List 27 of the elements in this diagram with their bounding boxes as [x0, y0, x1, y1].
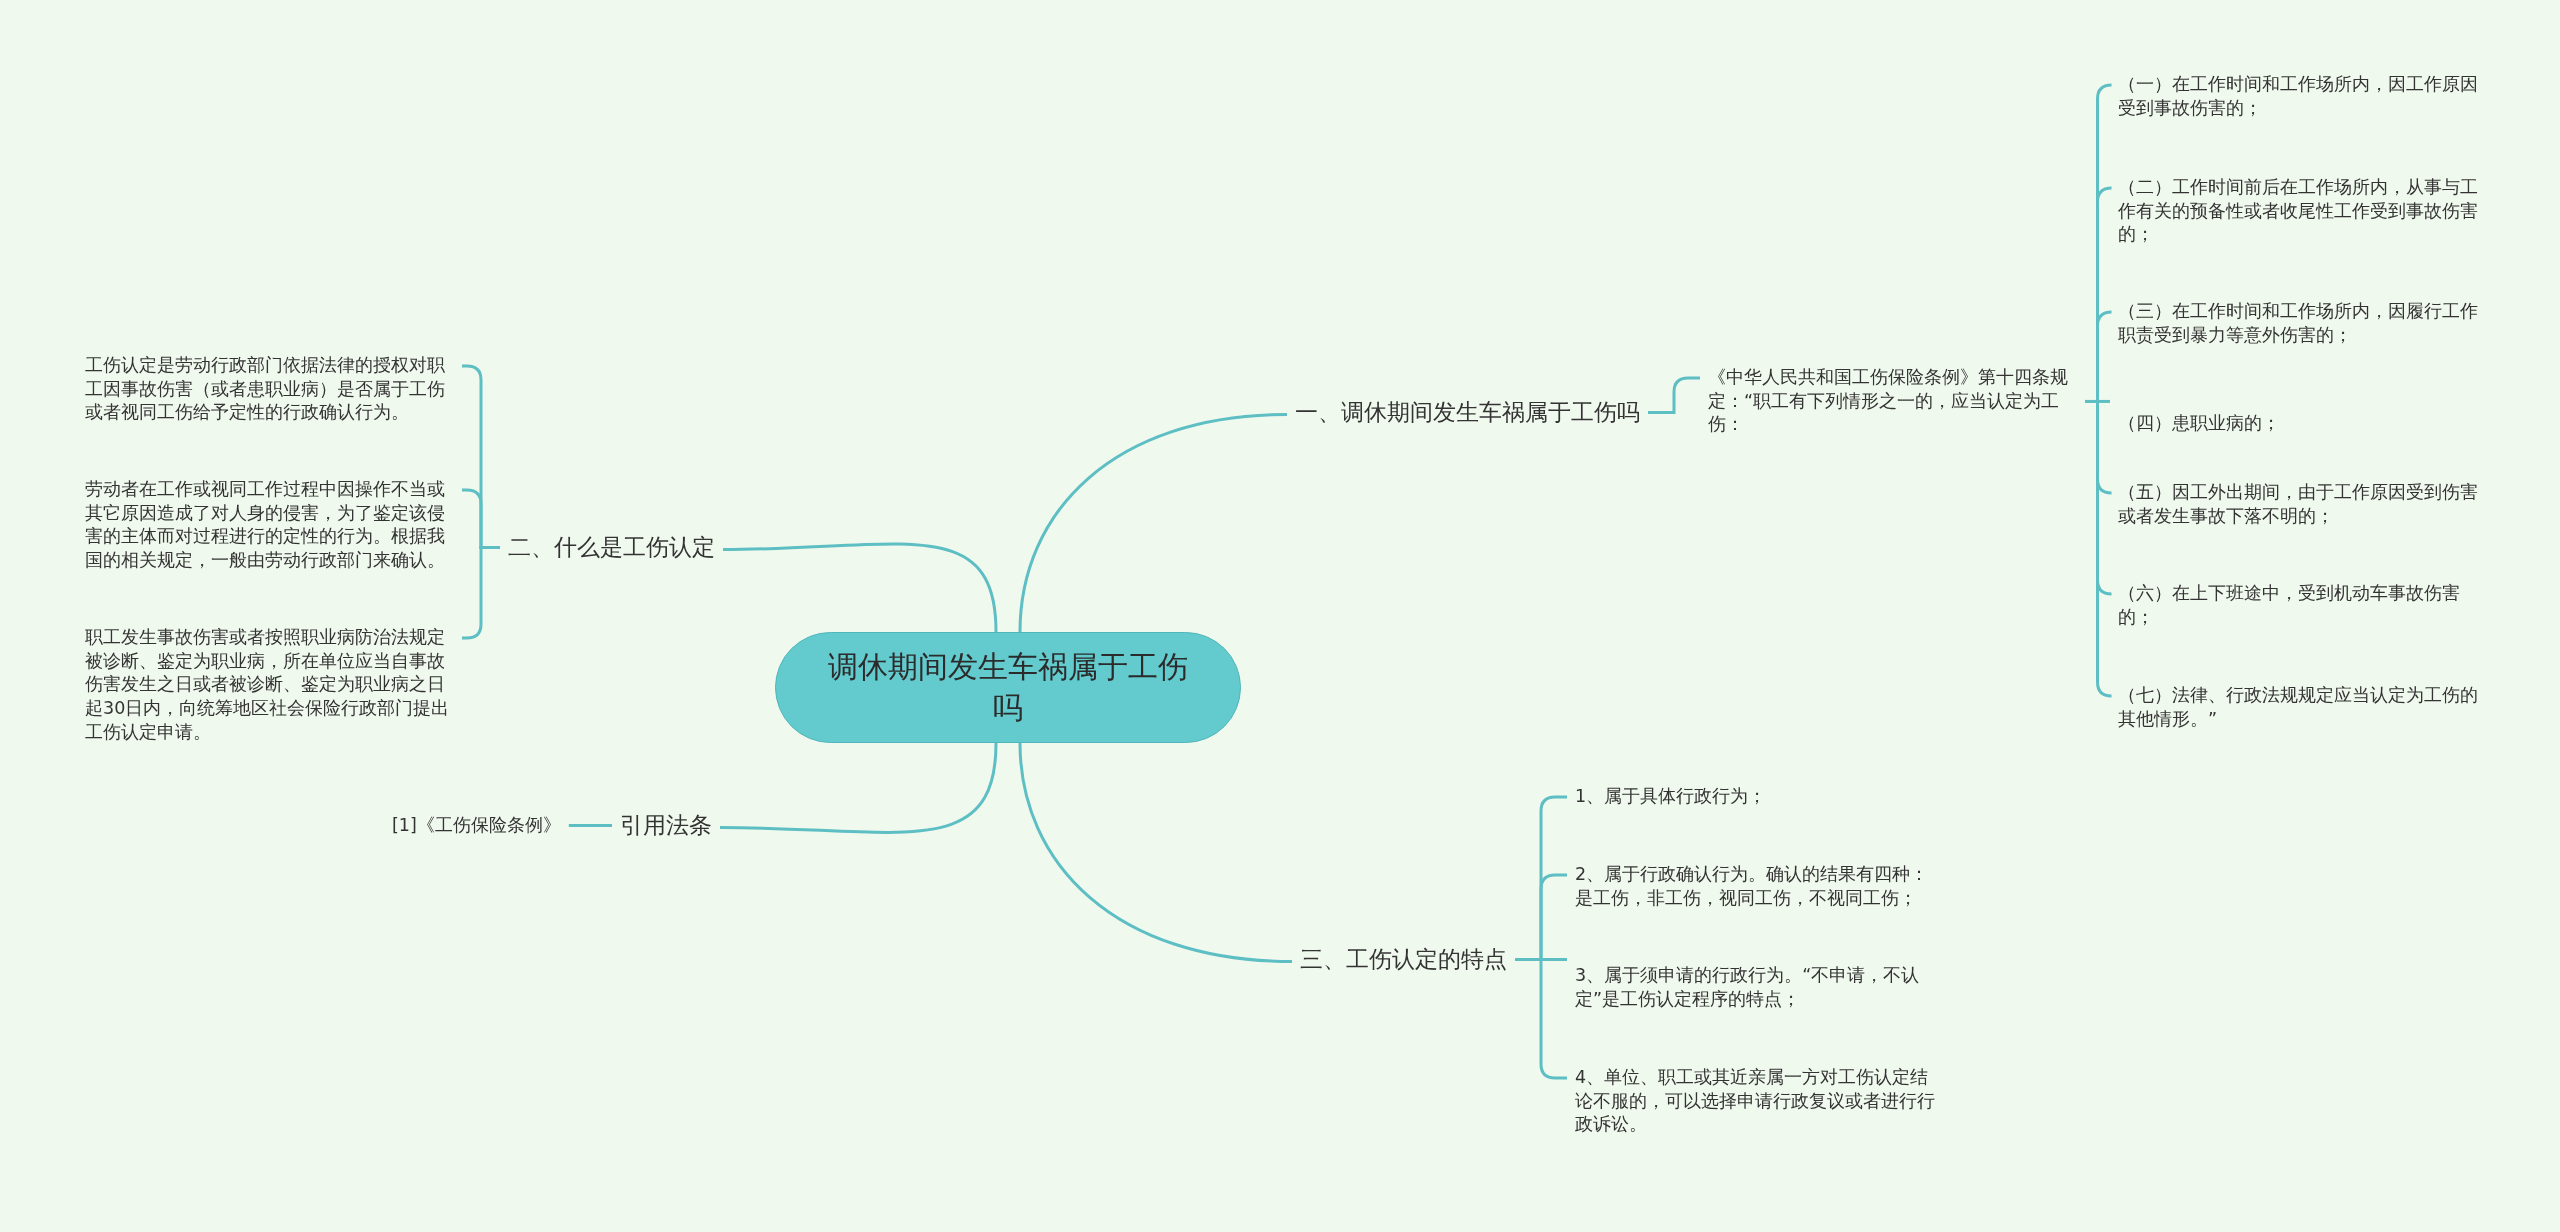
central-topic: 调休期间发生车祸属于工伤吗 — [775, 632, 1241, 743]
connector-line — [719, 742, 998, 834]
leaf-text: 《中华人民共和国工伤保险条例》第十四条规定：“职工有下列情形之一的，应当认定为工伤： — [1700, 366, 2085, 437]
leaf-text: 3、属于须申请的行政行为。“不申请，不认定”是工伤认定程序的特点； — [1567, 964, 1952, 1012]
leaf-text: 1、属于具体行政行为； — [1567, 785, 1952, 809]
connector-line — [568, 824, 612, 827]
branch-topic: 三、工伤认定的特点 — [1292, 944, 1515, 976]
connector-line — [1648, 376, 1700, 414]
connector-line — [1018, 742, 1293, 963]
leaf-text: 职工发生事故伤害或者按照职业病防治法规定被诊断、鉴定为职业病，所在单位应当自事故伤害发生之日或者被诊断、鉴定为职业病之日起30日内，向统筹地区社会保险行政部门提出工伤认定申请。 — [77, 626, 462, 745]
leaf-text: 工伤认定是劳动行政部门依据法律的授权对职工因事故伤害（或者患职业病）是否属于工伤或者视同工伤给予定性的行政确认行为。 — [77, 354, 462, 425]
leaf-text: 劳动者在工作或视同工作过程中因操作不当或其它原因造成了对人身的侵害，为了鉴定该侵害的主体而对过程进行的定性的行为。根据我国的相关规定，一般由劳动行政部门来确认。 — [77, 478, 462, 573]
branch-topic: 一、调休期间发生车祸属于工伤吗 — [1287, 397, 1648, 429]
leaf-text: 4、单位、职工或其近亲属一方对工伤认定结论不服的，可以选择申请行政复议或者进行行政诉讼。 — [1567, 1066, 1952, 1137]
branch-topic: 引用法条 — [612, 810, 720, 842]
leaf-text: [1]《工伤保险条例》 — [384, 814, 569, 838]
leaf-text: （二）工作时间前后在工作场所内，从事与工作有关的预备性或者收尾性工作受到事故伤害的； — [2110, 176, 2495, 247]
leaf-text: （七）法律、行政法规规定应当认定为工伤的其他情形。” — [2110, 684, 2495, 732]
leaf-text: （四）患职业病的； — [2110, 412, 2495, 436]
leaf-text: （六）在上下班途中，受到机动车事故伤害的； — [2110, 582, 2495, 630]
branch-topic: 二、什么是工伤认定 — [500, 532, 723, 564]
leaf-text: （五）因工外出期间，由于工作原因受到伤害或者发生事故下落不明的； — [2110, 481, 2495, 529]
leaf-text: 2、属于行政确认行为。确认的结果有四种：是工伤，非工伤，视同工伤，不视同工伤； — [1567, 863, 1952, 911]
leaf-text: （一）在工作时间和工作场所内，因工作原因受到事故伤害的； — [2110, 73, 2495, 121]
leaf-text: （三）在工作时间和工作场所内，因履行工作职责受到暴力等意外伤害的； — [2110, 300, 2495, 348]
connector-line — [1018, 413, 1288, 633]
connector-line — [722, 542, 998, 633]
